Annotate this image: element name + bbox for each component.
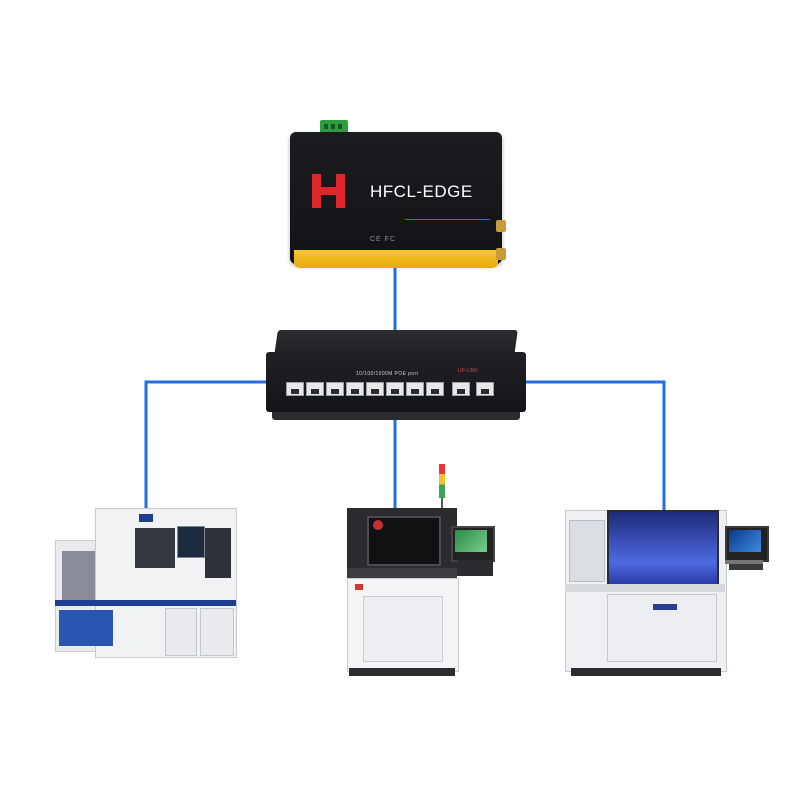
machine-blue-panel xyxy=(59,610,113,646)
link-switch-left-machine xyxy=(144,380,270,510)
uplink-port xyxy=(452,382,470,396)
poe-switch-device: 10/100/1000M POE port UP-LINK xyxy=(266,330,526,422)
machine-door xyxy=(165,608,197,656)
ethernet-port xyxy=(426,382,444,396)
hfcl-logo-icon xyxy=(312,174,348,210)
gateway-body xyxy=(290,132,502,264)
link-switch-right-machine xyxy=(515,380,666,514)
machine-door xyxy=(200,608,234,656)
emergency-stop-icon xyxy=(355,584,363,590)
machine-strip xyxy=(565,584,725,592)
monitor-arm xyxy=(725,560,763,564)
machine-door xyxy=(363,596,443,662)
gateway-base xyxy=(294,250,498,268)
antenna-connector xyxy=(496,220,506,232)
antenna-connector xyxy=(496,248,506,260)
edge-gateway-device: HFCL-EDGE CE FC xyxy=(290,120,510,280)
ethernet-port xyxy=(406,382,424,396)
switch-foot xyxy=(272,412,520,420)
machine-logo xyxy=(139,514,153,522)
ethernet-port xyxy=(306,382,324,396)
ethernet-port xyxy=(366,382,384,396)
signal-tower-icon xyxy=(439,464,445,498)
automation-machine-icon xyxy=(55,508,240,680)
machine-side-panel xyxy=(569,520,605,582)
switch-uplink-label: UP-LINK xyxy=(458,368,478,374)
machine-stripe xyxy=(55,600,236,606)
gateway-brand-label: HFCL-EDGE xyxy=(370,182,473,201)
machine-window xyxy=(135,528,175,568)
ethernet-port xyxy=(386,382,404,396)
keyboard-icon xyxy=(729,564,763,570)
ethernet-port xyxy=(326,382,344,396)
inspection-machine-icon xyxy=(345,464,495,684)
keyboard-tray xyxy=(457,560,493,576)
machine-logo xyxy=(373,520,383,530)
monitor-screen xyxy=(455,530,487,552)
machine-window xyxy=(205,528,231,578)
machine-base xyxy=(349,668,455,676)
monitor-screen xyxy=(729,530,761,552)
stencil-printer-icon xyxy=(565,500,770,680)
machine-logo xyxy=(653,604,677,610)
signal-tower-pole xyxy=(441,498,443,508)
uplink-port xyxy=(476,382,494,396)
machine-strip xyxy=(347,568,457,578)
gateway-accent-line xyxy=(404,219,490,220)
ethernet-port xyxy=(286,382,304,396)
machine-base xyxy=(571,668,721,676)
certification-marks: CE FC xyxy=(370,236,396,243)
ethernet-port xyxy=(346,382,364,396)
switch-port-label: 10/100/1000M POE port xyxy=(356,371,419,377)
machine-window xyxy=(607,510,719,586)
machine-screen xyxy=(177,526,205,558)
